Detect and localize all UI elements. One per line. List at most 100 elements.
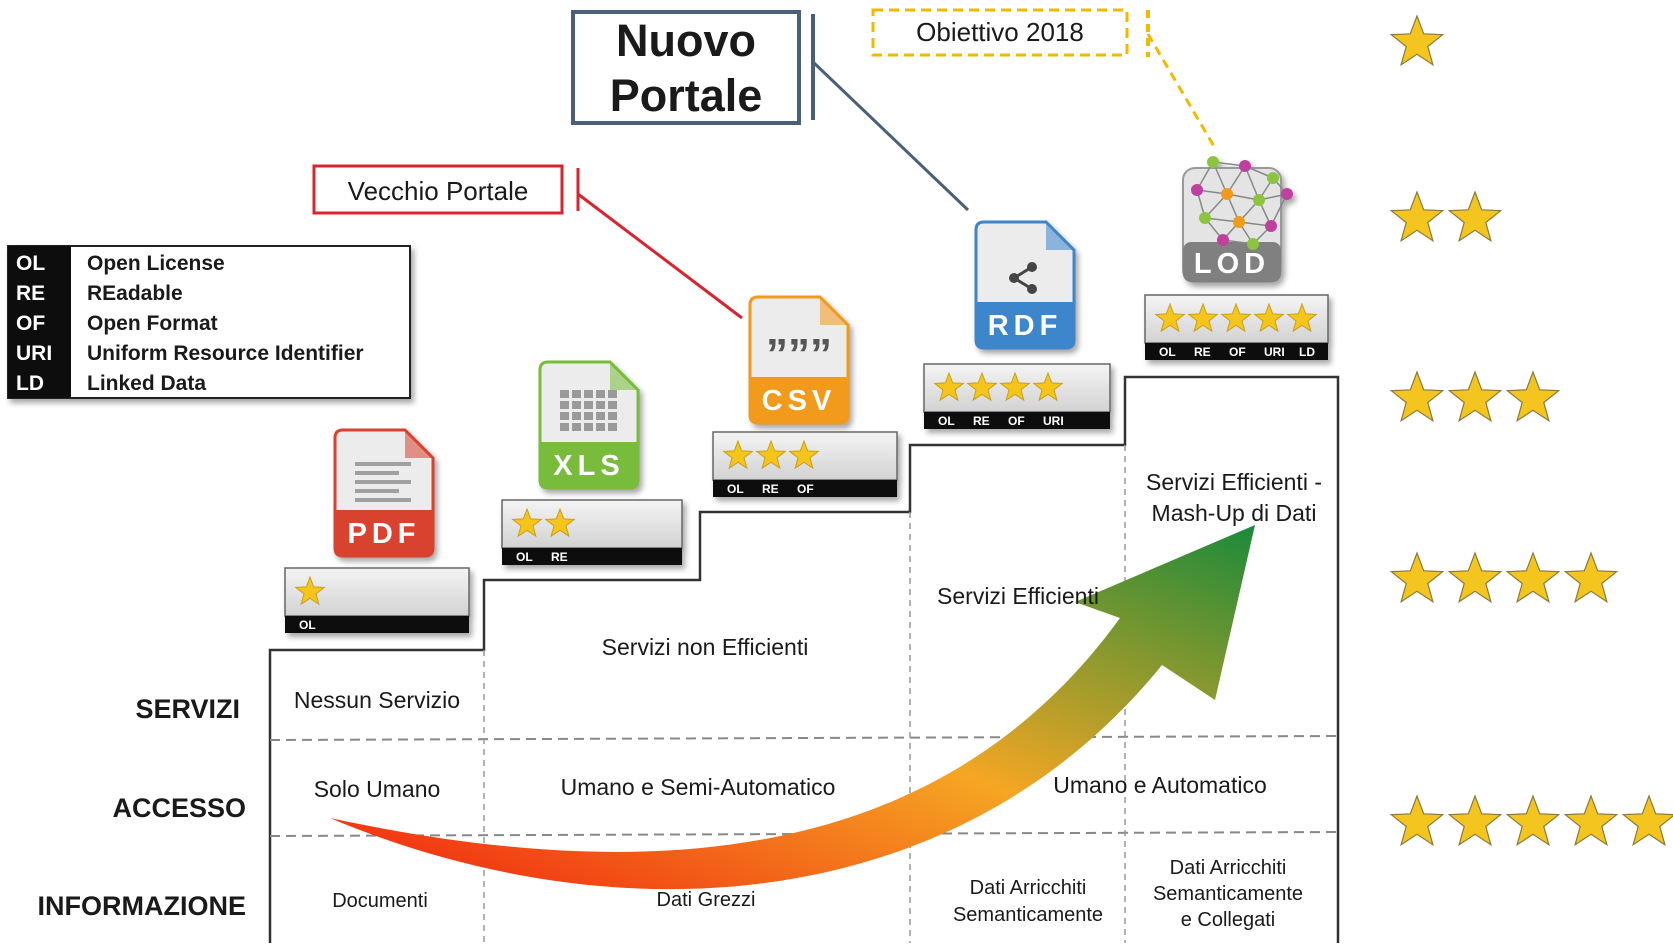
ribbon-star	[755, 439, 787, 470]
xls-grid-cell	[560, 423, 569, 431]
nuovo-portale-line1: Nuovo	[616, 15, 756, 66]
network-node	[1265, 220, 1277, 232]
obiettivo-box	[871, 8, 1129, 57]
cell-accesso-3: Umano e Automatico	[1053, 772, 1267, 798]
legend-abbr-uri: URI	[16, 342, 52, 365]
pdf-page-fold	[405, 430, 433, 458]
scale-star	[1505, 794, 1561, 847]
staircase-outline	[268, 375, 1340, 943]
scale-star	[1389, 190, 1445, 243]
cell-informazione-1: Documenti	[332, 890, 428, 912]
legend-text-of: Open Format	[87, 312, 218, 335]
ribbon-tag-ld: LD	[1299, 345, 1315, 359]
scale-star	[1389, 551, 1445, 604]
cell-informazione-4-line1: Dati Arricchiti	[1170, 857, 1287, 879]
legend-box	[7, 245, 411, 399]
ribbon-tag-ol: OL	[727, 482, 744, 496]
pdf-icon-label: PDF	[348, 518, 421, 550]
vecchio-portale-box	[312, 164, 564, 215]
lod-label-band	[1183, 242, 1281, 282]
ribbon-star	[966, 371, 998, 402]
network-node	[1247, 238, 1259, 250]
scale-star	[1505, 370, 1561, 423]
legend-abbr-of: OF	[16, 312, 45, 335]
legend-abbr-ol: OL	[16, 252, 45, 275]
xls-grid-cell	[608, 401, 617, 409]
legend-abbr-ld: LD	[16, 372, 44, 395]
scale-star	[1389, 14, 1445, 67]
xls-grid-cell	[608, 423, 617, 431]
ribbon-tag-ol: OL	[516, 550, 533, 564]
ribbon-tag-uri: URI	[1264, 345, 1285, 359]
cell-informazione-4-line3: e Collegati	[1181, 909, 1276, 931]
ribbon-star	[544, 507, 576, 538]
ribbon-star	[999, 371, 1031, 402]
nuovo-portale-line2: Portale	[610, 70, 763, 121]
ribbon-star	[1253, 302, 1285, 333]
legend-key-column	[8, 246, 71, 398]
xls-grid-cell	[560, 412, 569, 420]
scale-star	[1389, 794, 1445, 847]
ribbon-star	[511, 507, 543, 538]
xls-grid-cell	[584, 390, 593, 398]
ribbon-star	[1220, 302, 1252, 333]
xls-file-icon: XLS	[538, 360, 640, 490]
rdf-file-icon: RDF	[974, 220, 1076, 350]
pdf-text-line	[355, 498, 411, 502]
cell-servizi-4-line1: Servizi Efficienti -	[1146, 469, 1322, 495]
network-node	[1267, 172, 1279, 184]
scale-star	[1621, 794, 1673, 847]
legend-text-ol: Open License	[87, 252, 225, 275]
obiettivo-leader	[1146, 33, 1217, 149]
ribbon-tag-re: RE	[973, 414, 990, 428]
xls-grid-cell	[560, 401, 569, 409]
scale-star	[1563, 794, 1619, 847]
cell-accesso-2: Umano e Semi-Automatico	[561, 774, 836, 800]
legend-text-re: REadable	[87, 282, 183, 305]
pdf-text-line	[355, 471, 399, 475]
xls-label-band	[540, 442, 638, 488]
ribbon-tag-re: RE	[762, 482, 779, 496]
vecchio-portale-label: Vecchio Portale	[348, 176, 529, 206]
row-separator-servizi-accesso	[269, 735, 1339, 741]
star-scale-row-5	[1389, 794, 1673, 847]
ribbon-star	[933, 371, 965, 402]
ribbon-star	[1032, 371, 1064, 402]
ribbon-tag-uri: URI	[1043, 414, 1064, 428]
network-edge	[1244, 165, 1260, 201]
cell-servizi-4-line2: Mash-Up di Dati	[1152, 500, 1317, 526]
cell-servizi-1: Nessun Servizio	[294, 687, 460, 713]
lod-network-icon: LOD	[1182, 156, 1293, 283]
row-label-servizi: SERVIZI	[135, 694, 240, 724]
scale-star	[1389, 370, 1445, 423]
cell-informazione-4-line2: Semanticamente	[1153, 883, 1303, 905]
pdf-file-icon: PDF	[333, 428, 435, 558]
legend-abbr-re: RE	[16, 282, 45, 305]
xls-grid-cell	[596, 423, 605, 431]
star-scale-row-3	[1389, 370, 1561, 423]
legend-text-ld: Linked Data	[87, 372, 206, 395]
pdf-label-band	[335, 510, 433, 556]
ribbon-tag-ol: OL	[1159, 345, 1176, 359]
obiettivo-label: Obiettivo 2018	[916, 17, 1084, 47]
ribbon-tag-ol: OL	[299, 618, 316, 632]
network-node	[1199, 212, 1211, 224]
xls-grid-cell	[596, 401, 605, 409]
xls-grid-cell	[560, 390, 569, 398]
pdf-text-line	[355, 462, 411, 466]
xls-grid-cell	[584, 423, 593, 431]
cell-accesso-1: Solo Umano	[314, 776, 441, 802]
xls-page-fold	[610, 362, 638, 390]
ribbon-star	[1187, 302, 1219, 333]
ribbon-tag-bar	[285, 616, 469, 633]
ribbon-tag-of: OF	[1008, 414, 1025, 428]
legend-text-uri: Uniform Resource Identifier	[87, 342, 364, 365]
ribbon-tag-bar	[1145, 343, 1328, 360]
